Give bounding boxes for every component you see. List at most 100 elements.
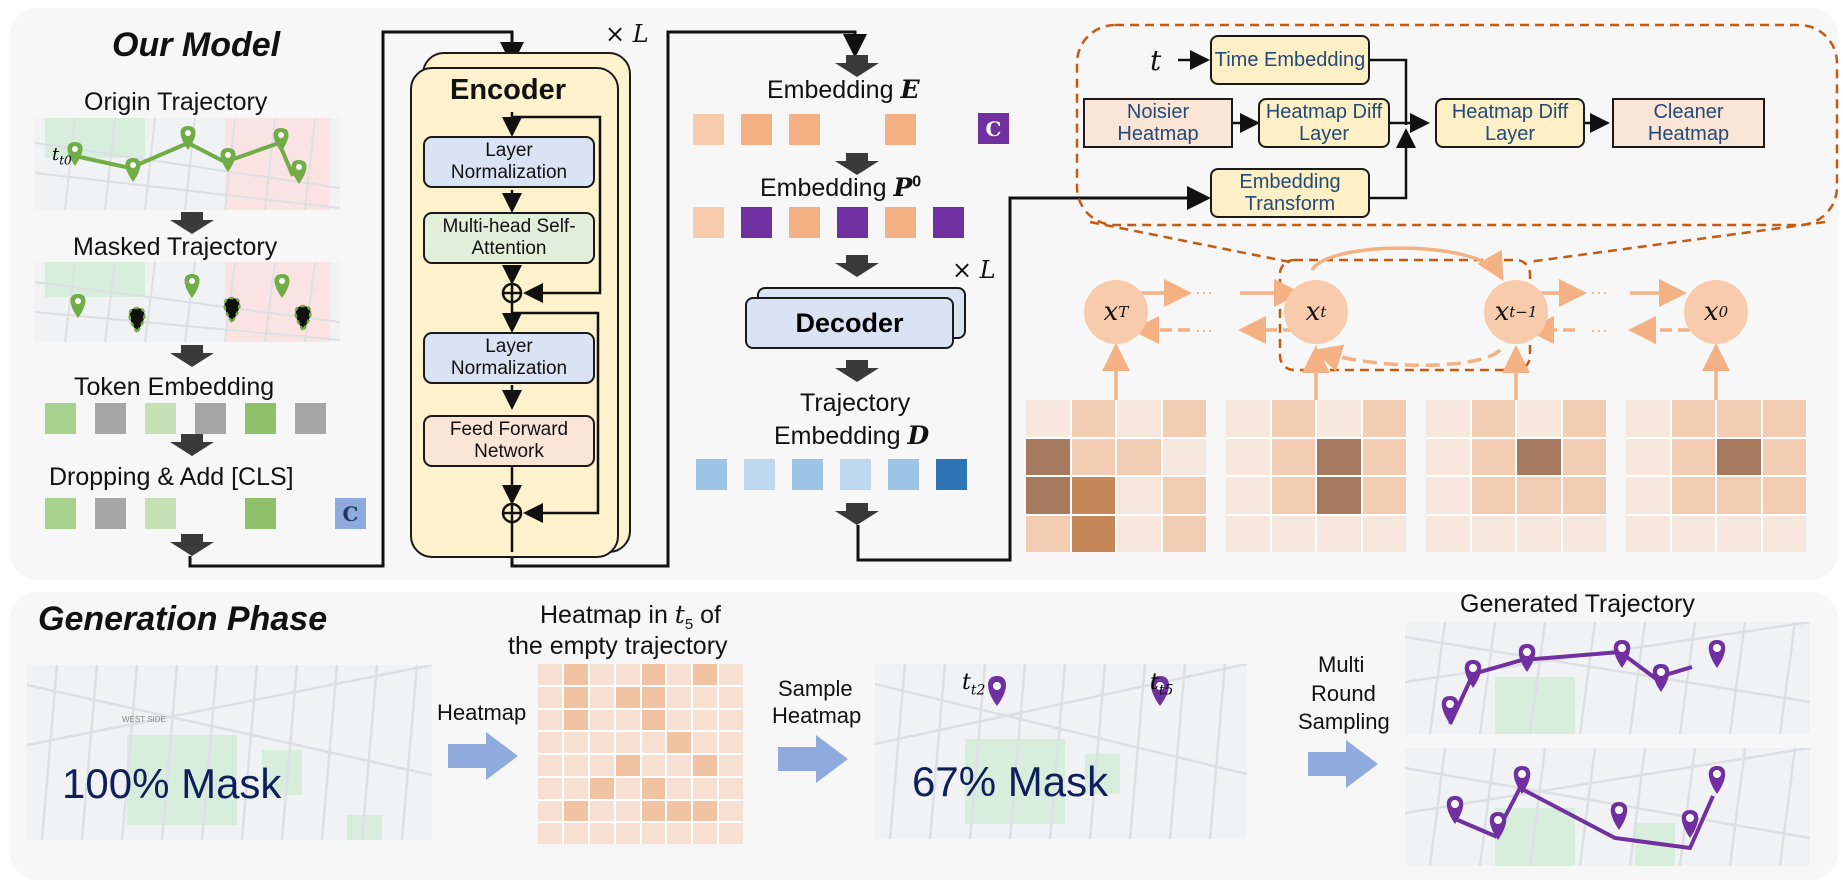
heatmap-cell (1626, 515, 1670, 552)
generated-trajectory-1 (1405, 622, 1810, 734)
heatmap-title-of: of (693, 601, 721, 629)
multi-round-label-3: Sampling (1298, 709, 1390, 734)
heatmap-title-sub: 5 (684, 616, 694, 633)
embedding-e-square (885, 114, 916, 145)
heatmap-cell (641, 732, 666, 753)
heatmap-cell (1362, 400, 1406, 437)
heatmap-cell (1717, 515, 1761, 552)
heatmap-cell (1226, 438, 1270, 475)
heatmap-cell (589, 664, 614, 685)
feed-forward-network: Feed Forward Network (423, 415, 595, 467)
down-arrow-icon (835, 255, 879, 277)
heatmap-cell (667, 686, 692, 708)
down-arrow-icon (835, 360, 879, 382)
dropping-cls-label: Dropping & Add [CLS] (49, 463, 294, 491)
heatmap-diff-layer-1: Heatmap Diff Layer (1258, 98, 1390, 148)
token-embedding-label: Token Embedding (74, 373, 275, 401)
heatmap-cell (1071, 400, 1115, 437)
decoder-repeat: × L (952, 256, 996, 284)
heatmap-diff-layer-2: Heatmap Diff Layer (1435, 98, 1585, 148)
origin-t0: tt0 (52, 144, 72, 168)
heatmap-cell (693, 732, 718, 753)
our-model-title: Our Model (112, 26, 281, 64)
embedding-e-symbol: E (900, 75, 920, 104)
heatmap-cell (1226, 477, 1270, 514)
embedding-e-square (693, 114, 724, 145)
heatmap-cell (589, 732, 614, 753)
heatmap-cell (538, 777, 562, 799)
map-label: WEST SIDE (122, 715, 166, 724)
sample-label-1: Sample (778, 676, 853, 701)
heatmap-cell (1762, 477, 1806, 514)
embedding-p-square (837, 207, 868, 238)
generated-map-1 (1405, 622, 1810, 734)
token-square (95, 403, 126, 434)
heatmap-cell (1562, 477, 1606, 514)
encoder-repeat: × L (605, 20, 649, 48)
heatmap-cell (538, 664, 562, 685)
masked-map-graphic (35, 262, 340, 342)
token-square (245, 498, 276, 529)
embedding-transform-block: Embedding Transform (1210, 168, 1370, 218)
embedding-e-label: Embedding E (767, 75, 920, 105)
token-square (95, 498, 126, 529)
token-square (295, 403, 326, 434)
pin-icon (220, 148, 236, 172)
multi-head-attention: Multi-head Self-Attention (423, 212, 595, 264)
heatmap-cell (1317, 515, 1361, 552)
heatmap-grid (1626, 400, 1806, 552)
heatmap-cell (563, 732, 588, 753)
heatmap-cell (693, 686, 718, 708)
mask100-label: 100% Mask (62, 760, 282, 807)
token-square (45, 498, 76, 529)
heatmap-title-text: Heatmap in (540, 601, 675, 629)
trajectory-embedding-label-2: Embedding D (774, 421, 929, 451)
heatmap-cell (1271, 400, 1315, 437)
heatmap-cell (641, 686, 666, 708)
layer-norm-2: Layer Normalization (423, 332, 595, 384)
heatmap-cell (719, 823, 743, 844)
embedding-d-square (744, 459, 775, 490)
heatmap-cell (1071, 477, 1115, 514)
diffusion-t-label: t (1150, 44, 1162, 77)
heatmap-cell (641, 664, 666, 685)
heatmap-cell (1162, 477, 1206, 514)
heatmap-cell (641, 777, 666, 799)
generated-trajectory-2 (1405, 748, 1810, 866)
embedding-p-square (789, 207, 820, 238)
heatmap-cell (1026, 477, 1070, 514)
heatmap-cell (615, 709, 640, 731)
heatmap-cell (1562, 438, 1606, 475)
heatmap-cell (563, 800, 588, 822)
mask100-map-graphic: WEST SIDE (27, 665, 432, 840)
heatmap-cell (538, 823, 562, 844)
heatmap-cell (641, 800, 666, 822)
embedding-e-square (789, 114, 820, 145)
masked-trajectory-map (35, 262, 340, 342)
heatmap-cell (1717, 477, 1761, 514)
heatmap-cell (1471, 438, 1515, 475)
mask67-label: 67% Mask (912, 758, 1109, 805)
heatmap-cell (693, 709, 718, 731)
heatmap-cell (1717, 400, 1761, 437)
token-square (245, 403, 276, 434)
heatmap-cell (667, 755, 692, 776)
heatmap-cell (1626, 438, 1670, 475)
heatmap-cell (589, 800, 614, 822)
right-arrow-icon (778, 735, 848, 783)
heatmap-cell (589, 823, 614, 844)
heatmap-cell (1626, 477, 1670, 514)
decoder-title: Decoder (795, 307, 904, 338)
heatmap-cell (563, 709, 588, 731)
heatmap-cell (667, 732, 692, 753)
heatmap-cell (1071, 438, 1115, 475)
heatmap-cell (1717, 438, 1761, 475)
heatmap-cell (641, 709, 666, 731)
embedding-d-square (696, 459, 727, 490)
heatmap-cell (1317, 438, 1361, 475)
generated-map-2 (1405, 748, 1810, 866)
heatmap-cell (1117, 477, 1161, 514)
heatmap-cell (1162, 438, 1206, 475)
pin-icon (125, 158, 141, 182)
cls-token-e: C (978, 113, 1009, 144)
